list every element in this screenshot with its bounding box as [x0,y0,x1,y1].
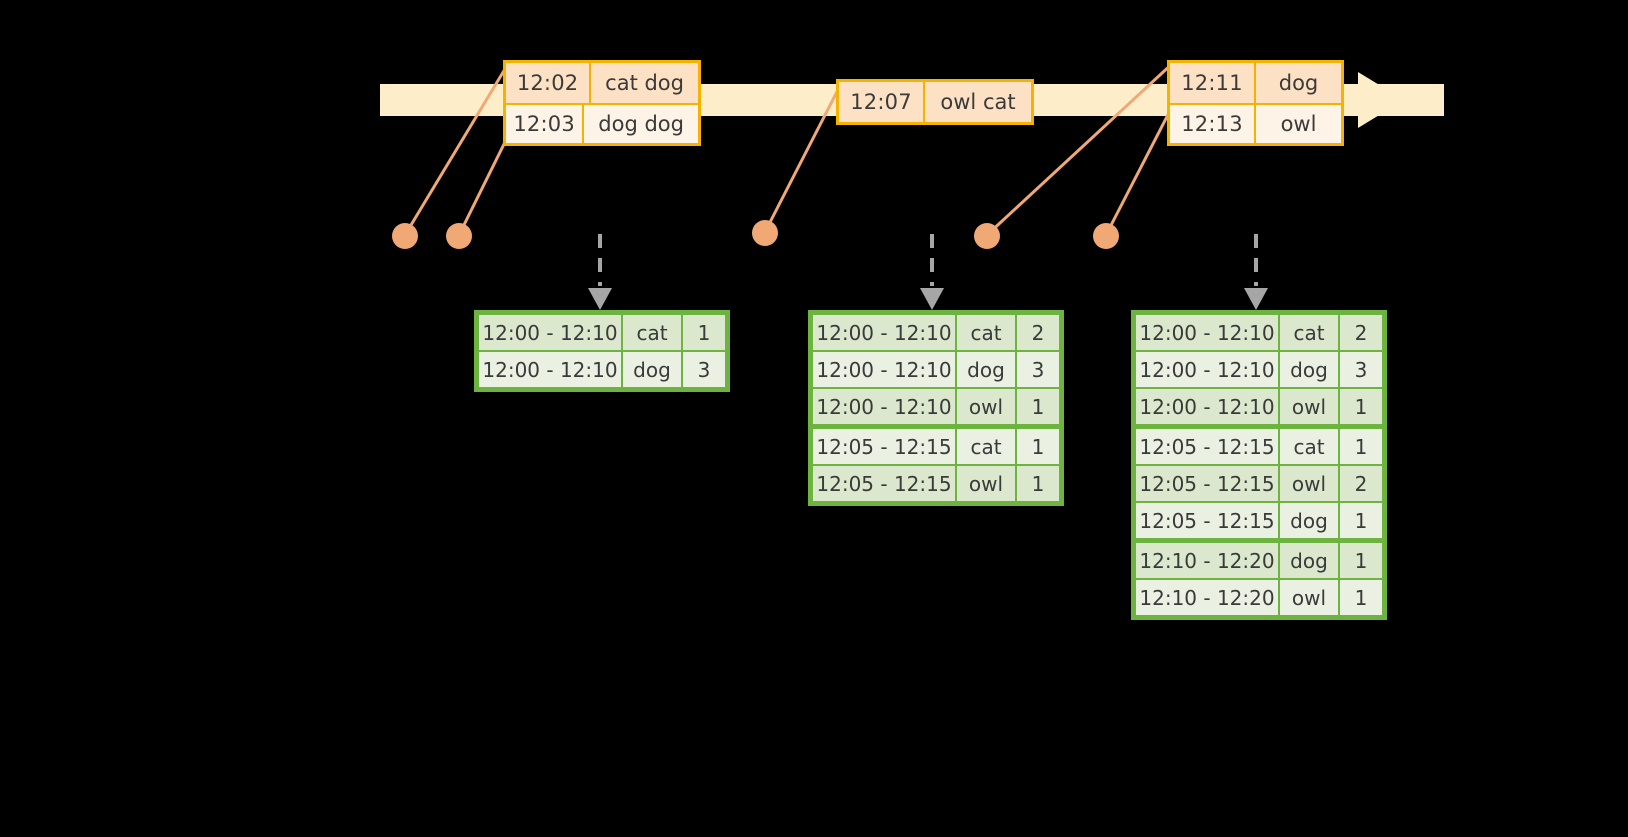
emit-arrow-head-1 [588,288,612,310]
cell-word: dog [1280,503,1338,538]
event-box-3[interactable]: 12:11 dog 12:13 owl [1167,60,1344,146]
event-dot-1 [392,223,418,249]
cell-count: 1 [1340,389,1382,424]
event-time: 12:02 [506,63,592,103]
event-time: 12:11 [1170,63,1256,103]
event-box-2[interactable]: 12:07 owl cat [836,79,1034,125]
cell-count: 3 [1340,352,1382,387]
cell-word: dog [1280,543,1338,578]
cell-word: dog [1280,352,1338,387]
cell-window: 12:00 - 12:10 [813,315,955,350]
event-row[interactable]: 12:03 dog dog [506,103,698,143]
emit-arrow-heads [588,288,1268,310]
cell-count: 1 [1340,429,1382,464]
event-time: 12:07 [839,82,925,122]
cell-window: 12:10 - 12:20 [1136,543,1278,578]
cell-count: 2 [1340,315,1382,350]
event-words: dog [1278,71,1319,95]
cell-window: 12:05 - 12:15 [813,466,955,501]
cell-word: cat [957,315,1015,350]
emit-arrow-head-2 [920,288,944,310]
event-row[interactable]: 12:02 cat dog [506,63,698,103]
cell-window: 12:00 - 12:10 [1136,315,1278,350]
emit-arrow-head-3 [1244,288,1268,310]
event-words: owl [1280,112,1317,136]
event-row[interactable]: 12:07 owl cat [839,82,1031,122]
cell-word: cat [1280,429,1338,464]
cell-word: cat [1280,315,1338,350]
emit-arrows [598,234,1258,286]
cell-window: 12:00 - 12:10 [813,352,955,387]
cell-count: 1 [1340,503,1382,538]
cell-window: 12:00 - 12:10 [1136,352,1278,387]
cell-word: owl [1280,466,1338,501]
cell-window: 12:00 - 12:10 [1136,389,1278,424]
cell-window: 12:05 - 12:15 [1136,466,1278,501]
event-time: 12:13 [1170,105,1256,143]
event-words: owl cat [940,90,1016,114]
cell-count: 3 [1017,352,1059,387]
event-dot-2 [446,223,472,249]
cell-count: 1 [683,315,725,350]
cell-word: dog [957,352,1015,387]
event-row[interactable]: 12:13 owl [1170,103,1341,143]
timeline-arrow-head-icon [1344,72,1404,128]
cell-count: 1 [1340,543,1382,578]
event-time: 12:03 [506,105,585,143]
event-box-1[interactable]: 12:02 cat dog 12:03 dog dog [503,60,701,146]
event-dots [392,220,1119,249]
connector-line-3 [763,79,845,233]
cell-word: owl [1280,389,1338,424]
event-dot-4 [974,223,1000,249]
cell-window: 12:05 - 12:15 [1136,503,1278,538]
connector-line-2 [457,135,510,236]
event-words: dog dog [598,112,684,136]
cell-word: owl [1280,580,1338,615]
cell-count: 2 [1017,315,1059,350]
event-row[interactable]: 12:11 dog [1170,63,1341,103]
event-dot-3 [752,220,778,246]
cell-word: cat [957,429,1015,464]
event-words: cat dog [605,71,684,95]
connector-line-5 [1104,102,1176,236]
cell-count: 2 [1340,466,1382,501]
cell-window: 12:05 - 12:15 [1136,429,1278,464]
cell-window: 12:00 - 12:10 [479,315,621,350]
cell-count: 1 [1017,466,1059,501]
cell-count: 3 [683,352,725,387]
cell-count: 1 [1017,389,1059,424]
event-dot-5 [1093,223,1119,249]
cell-window: 12:00 - 12:10 [479,352,621,387]
connector-line-1 [403,63,510,236]
cell-word: owl [957,466,1015,501]
cell-window: 12:05 - 12:15 [813,429,955,464]
cell-word: dog [623,352,681,387]
cell-count: 1 [1017,429,1059,464]
cell-count: 1 [1340,580,1382,615]
cell-word: owl [957,389,1015,424]
cell-window: 12:10 - 12:20 [1136,580,1278,615]
cell-window: 12:00 - 12:10 [813,389,955,424]
cell-word: cat [623,315,681,350]
